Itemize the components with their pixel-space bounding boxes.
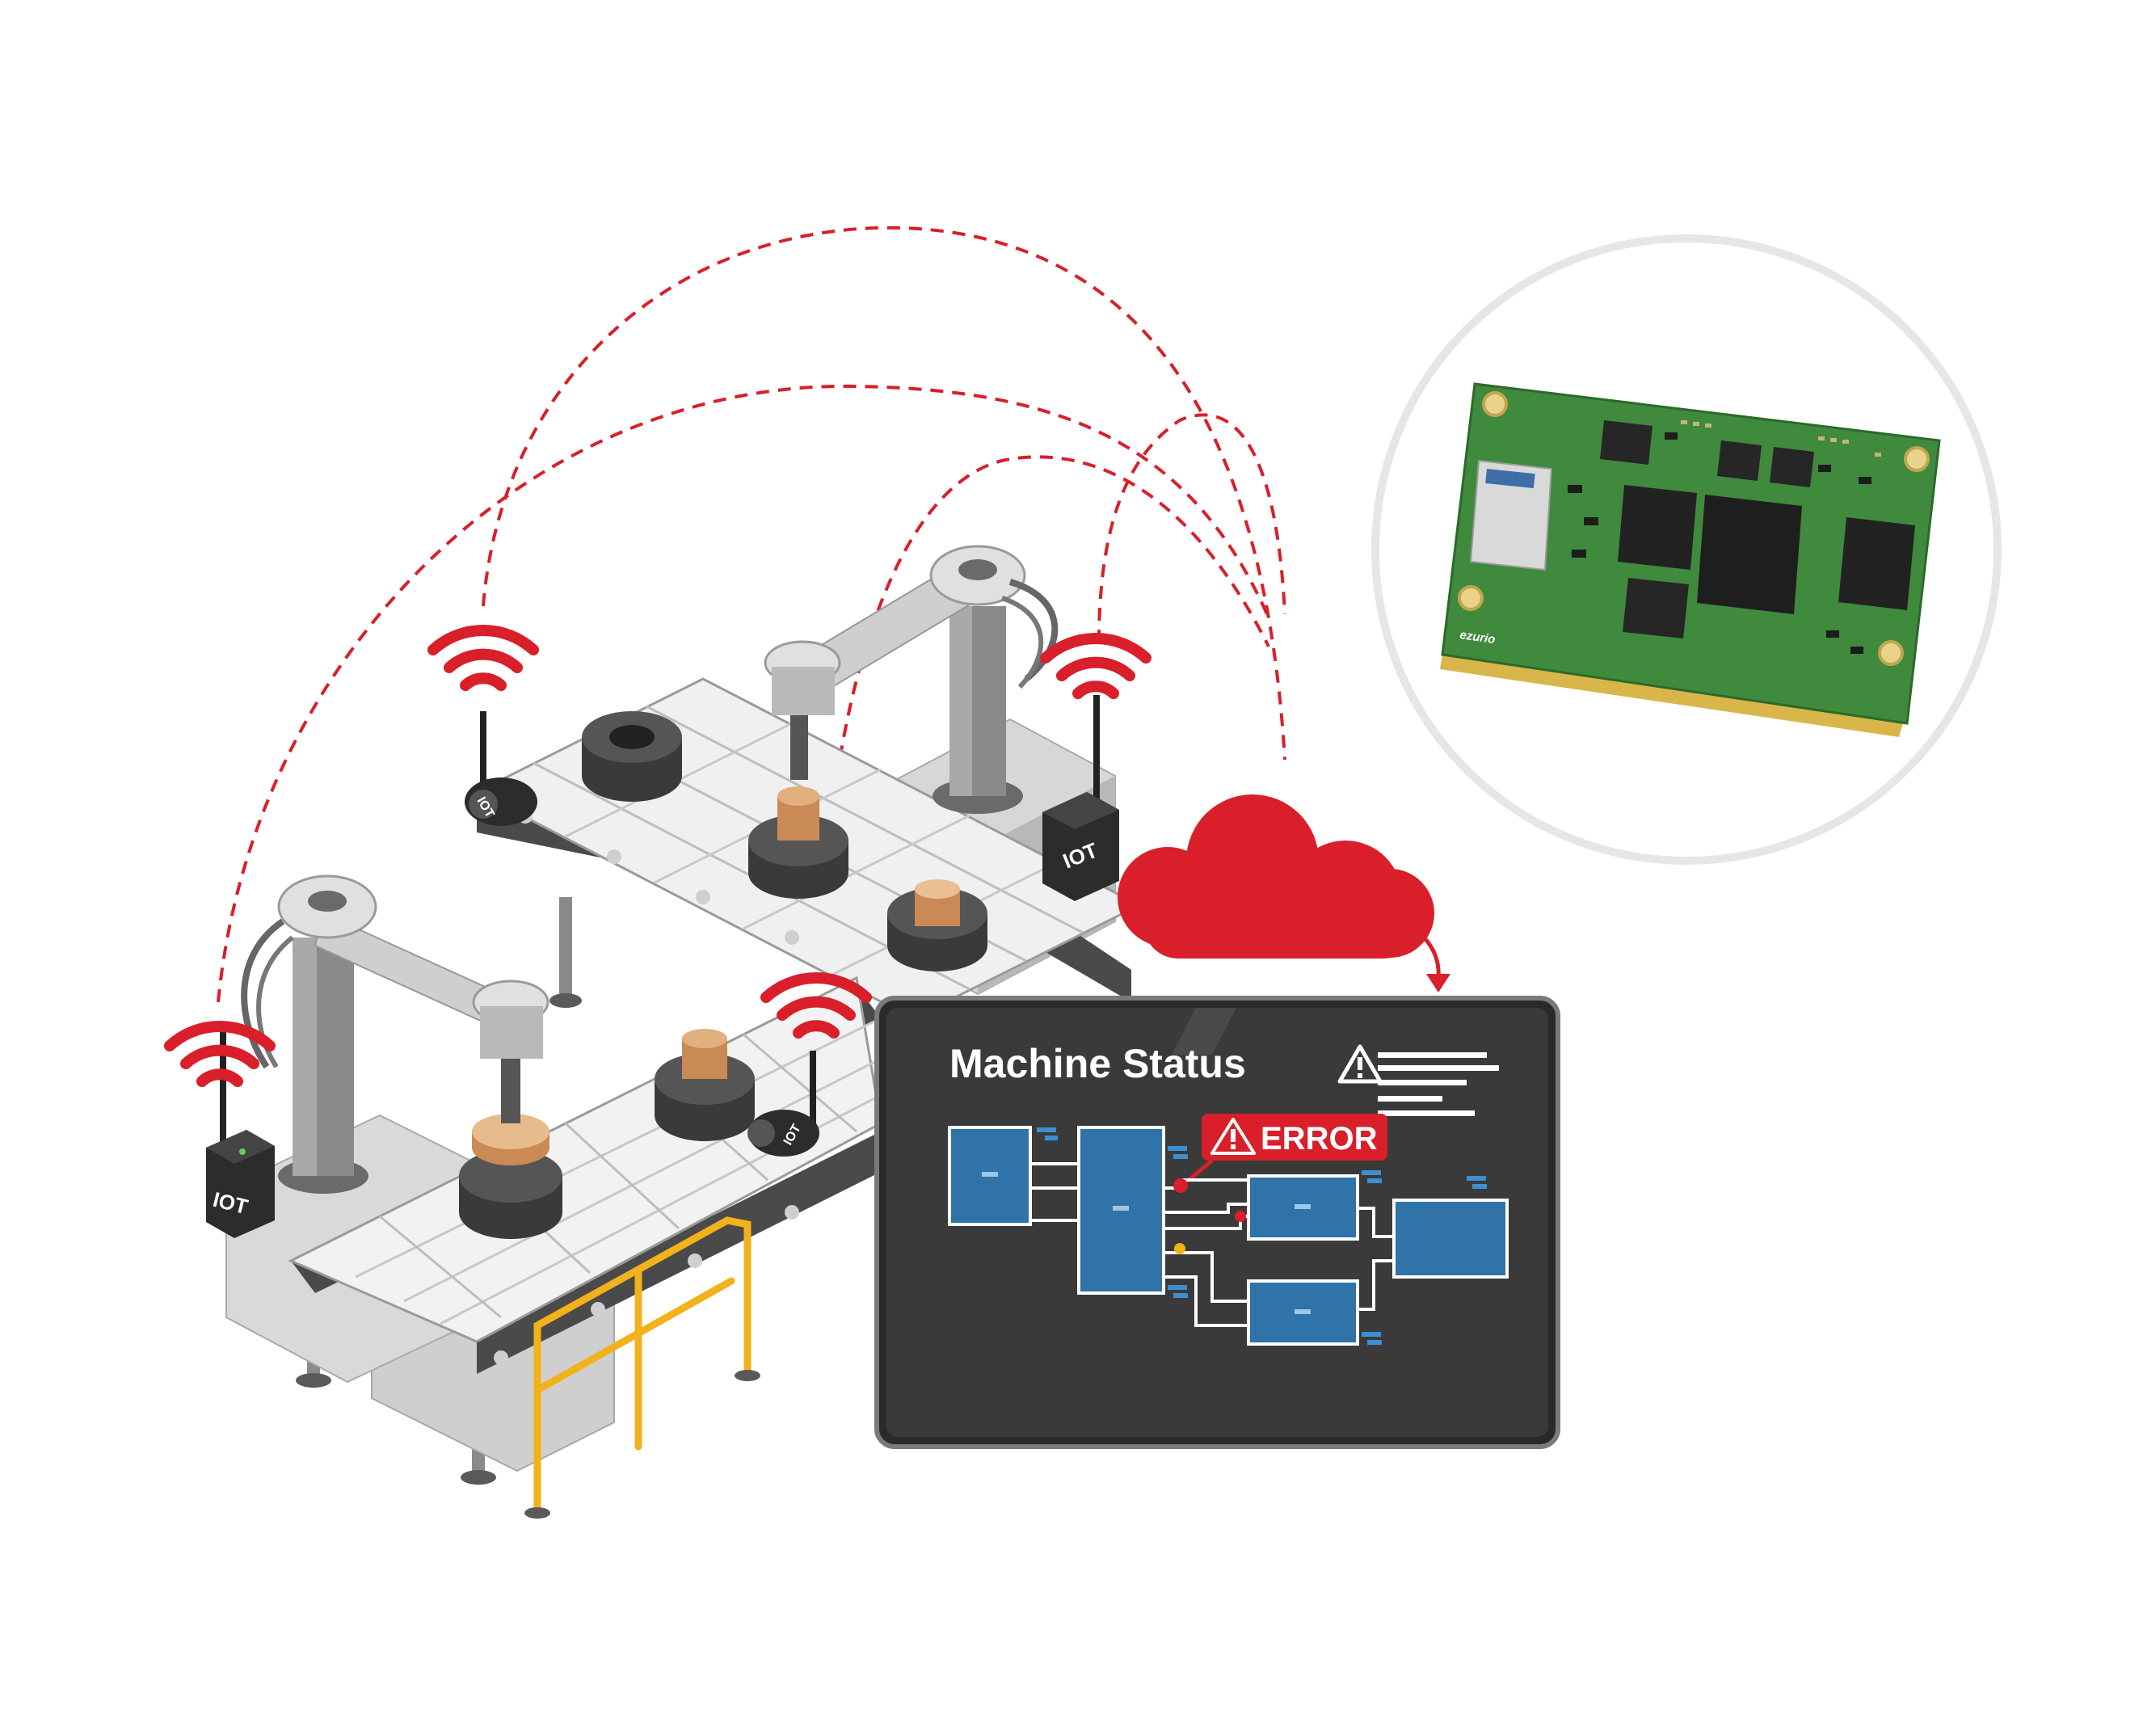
wifi-icon [760,971,872,1039]
module-brand-label: ezurio [1459,628,1496,647]
wifi-icon [1040,632,1151,699]
robot-arm-front [241,874,549,1194]
block-output [1392,1199,1509,1279]
hmi-title: Machine Status [949,1041,1246,1086]
link-front-camera [819,455,1270,954]
cloud-icon [1118,794,1434,959]
diagram-wires [1030,1162,1394,1327]
cloud-arrow [1406,923,1450,992]
link-left-iot [217,384,1269,1003]
error-badge: ERROR [1182,1114,1387,1186]
iot-camera-top: IOT [465,711,537,826]
wifi-icon [164,1020,276,1087]
module-callout: ezurio [1371,234,2002,865]
iot-box-right: IOT [1042,695,1119,901]
robot-arm-back [764,545,1059,814]
iot-camera-front: IOT [747,1051,819,1157]
conveyor-back [474,677,1143,1020]
iot-box-left: IOT [206,1026,275,1238]
warning-icon [1337,1044,1383,1084]
error-label: ERROR [1261,1121,1378,1157]
wireless-links [217,225,1286,1003]
diagram-blocks [948,1126,1509,1346]
hmi-screen: Machine Status ERROR [874,996,1560,1449]
wifi-icon [427,624,539,691]
conveyor-front [225,975,882,1519]
link-top-antenna [482,225,1286,761]
pcb-module: ezurio [1440,382,1941,737]
link-right-iot [1097,413,1286,643]
diagram-tags [1037,1127,1487,1345]
status-lines [1378,1052,1499,1116]
block-process-1 [1247,1174,1359,1241]
warning-icon [1210,1118,1256,1155]
